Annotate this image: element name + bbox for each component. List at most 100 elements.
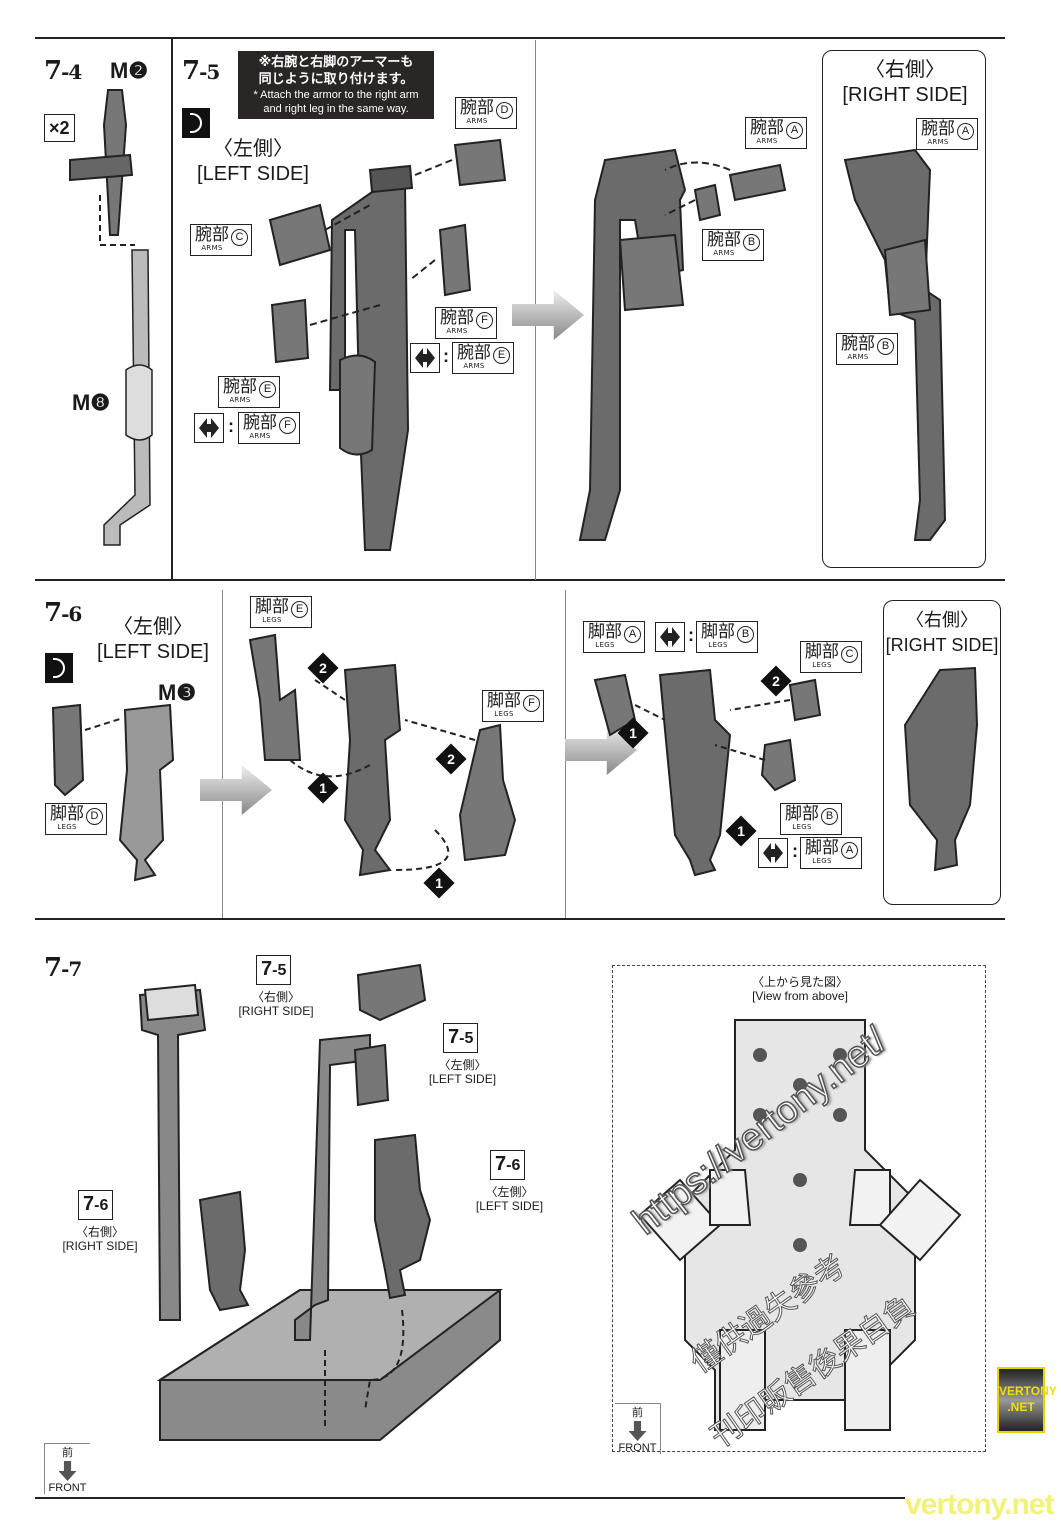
part-letter-badge: B — [743, 234, 760, 251]
ref-right-side-label: 〈右側〉[RIGHT SIDE] — [50, 1225, 150, 1253]
right-side-jp: 〈右側〉 — [865, 59, 945, 81]
label-text: 腕部 — [841, 334, 875, 354]
label-text: -6 — [506, 1157, 521, 1174]
label-text: 1 — [435, 875, 443, 891]
label-text: 脚部 — [588, 622, 622, 642]
colon: : — [688, 625, 694, 645]
quantity-badge: ×2 — [44, 114, 75, 142]
label-text: 腕部 — [457, 343, 491, 363]
label-text: LEGS — [57, 823, 77, 831]
right-side-label: 〈右側〉 [RIGHT SIDE] — [885, 608, 999, 658]
top-view-drawing — [638, 1019, 962, 1431]
left-side-en: [LEFT SIDE] — [97, 641, 209, 663]
label-text: 腕部 — [223, 377, 257, 397]
label-text: 1 — [319, 780, 327, 796]
ref-step-7-5-left: 7-5 — [443, 1023, 479, 1053]
label-text: LEGS — [494, 710, 514, 718]
label-text: ARMS — [466, 117, 488, 125]
step-7-6-title: 7-6 — [44, 598, 82, 628]
left-side-en: [LEFT SIDE] — [197, 163, 309, 185]
runner-m3-label: M❸ — [158, 680, 197, 705]
label-text: 腕部 — [195, 225, 229, 245]
label-text: 7 — [261, 958, 273, 980]
part-letter-badge: C — [841, 646, 858, 663]
left-side-jp: 〈左側〉 — [213, 138, 293, 160]
right-side-en: [RIGHT SIDE] — [885, 635, 999, 655]
row-divider — [35, 918, 1005, 920]
part-letter-badge: A — [624, 626, 641, 643]
flip-view-icon — [182, 108, 210, 138]
label-text: [LEFT SIDE] — [475, 1199, 544, 1213]
step-7-4-title: 7-4 — [44, 56, 82, 86]
part-letter-badge: E — [259, 381, 276, 398]
swap-icon — [758, 838, 788, 868]
ref-step-7-5-right: 7-5 — [256, 955, 292, 985]
leg-armor-assembly-2-drawing — [593, 668, 822, 877]
note-box: ※右腕と右脚のアーマーも 同じように取り付けます。 * Attach the a… — [238, 51, 434, 119]
label-text: 脚部 — [701, 622, 735, 642]
swap-icon — [410, 343, 440, 373]
flip-view-icon — [45, 653, 73, 683]
stand-assembly-drawing — [138, 963, 503, 1441]
label-text: LEGS — [792, 823, 812, 831]
step-7-7-title: 7-7 — [44, 953, 82, 983]
right-side-panel — [883, 600, 1001, 905]
label-text: ARMS — [249, 432, 271, 440]
note-en-line2: and right leg in the same way. — [263, 103, 409, 115]
part-letter-badge: B — [821, 808, 838, 825]
label-text: 〈左側〉 — [438, 1058, 487, 1072]
right-side-label: 〈右側〉 [RIGHT SIDE] — [830, 58, 980, 108]
label-text: 7 — [83, 1193, 95, 1215]
label-text: 脚部 — [805, 838, 839, 858]
part-letter-badge: B — [737, 626, 754, 643]
right-arm-drawing — [843, 148, 947, 541]
callout-2: 2 — [307, 652, 339, 684]
callout-2: 2 — [760, 665, 792, 697]
label-text: 7 — [448, 1026, 460, 1048]
part-letter-badge: F — [523, 695, 540, 712]
label-text: 脚部 — [50, 804, 84, 824]
front-jp: 前 — [62, 1447, 73, 1459]
step-7-4-parts-drawing — [69, 89, 153, 546]
label-text: [LEFT SIDE] — [428, 1072, 497, 1086]
ref-right-side-label: 〈右側〉[RIGHT SIDE] — [226, 990, 326, 1018]
label-text: 脚部 — [255, 597, 289, 617]
part-letter-badge: F — [476, 312, 493, 329]
front-indicator: 前 FRONT — [44, 1443, 90, 1494]
callout-2: 2 — [435, 743, 467, 775]
colon: : — [443, 346, 449, 366]
label-text: 7 — [495, 1153, 507, 1175]
note-jp-line2: 同じように取り付けます。 — [258, 72, 414, 87]
part-letter-badge: D — [496, 102, 513, 119]
label-text: LEGS — [708, 641, 728, 649]
right-side-en: [RIGHT SIDE] — [842, 84, 968, 106]
vertony-logo: VERTONY .NET — [997, 1367, 1057, 1433]
top-rule — [35, 37, 1005, 39]
label-text: 脚部 — [805, 642, 839, 662]
label-text: [RIGHT SIDE] — [238, 1004, 314, 1018]
label-text: LEGS — [812, 661, 832, 669]
label-text: 〈右側〉 — [75, 1225, 124, 1239]
left-arm-assembly-drawing — [268, 138, 507, 551]
right-side-jp: 〈右側〉 — [906, 610, 978, 630]
label-text: ARMS — [463, 362, 485, 370]
part-letter-badge: A — [841, 842, 858, 859]
down-arrow-icon — [628, 1421, 647, 1441]
right-side-panel — [822, 50, 986, 568]
